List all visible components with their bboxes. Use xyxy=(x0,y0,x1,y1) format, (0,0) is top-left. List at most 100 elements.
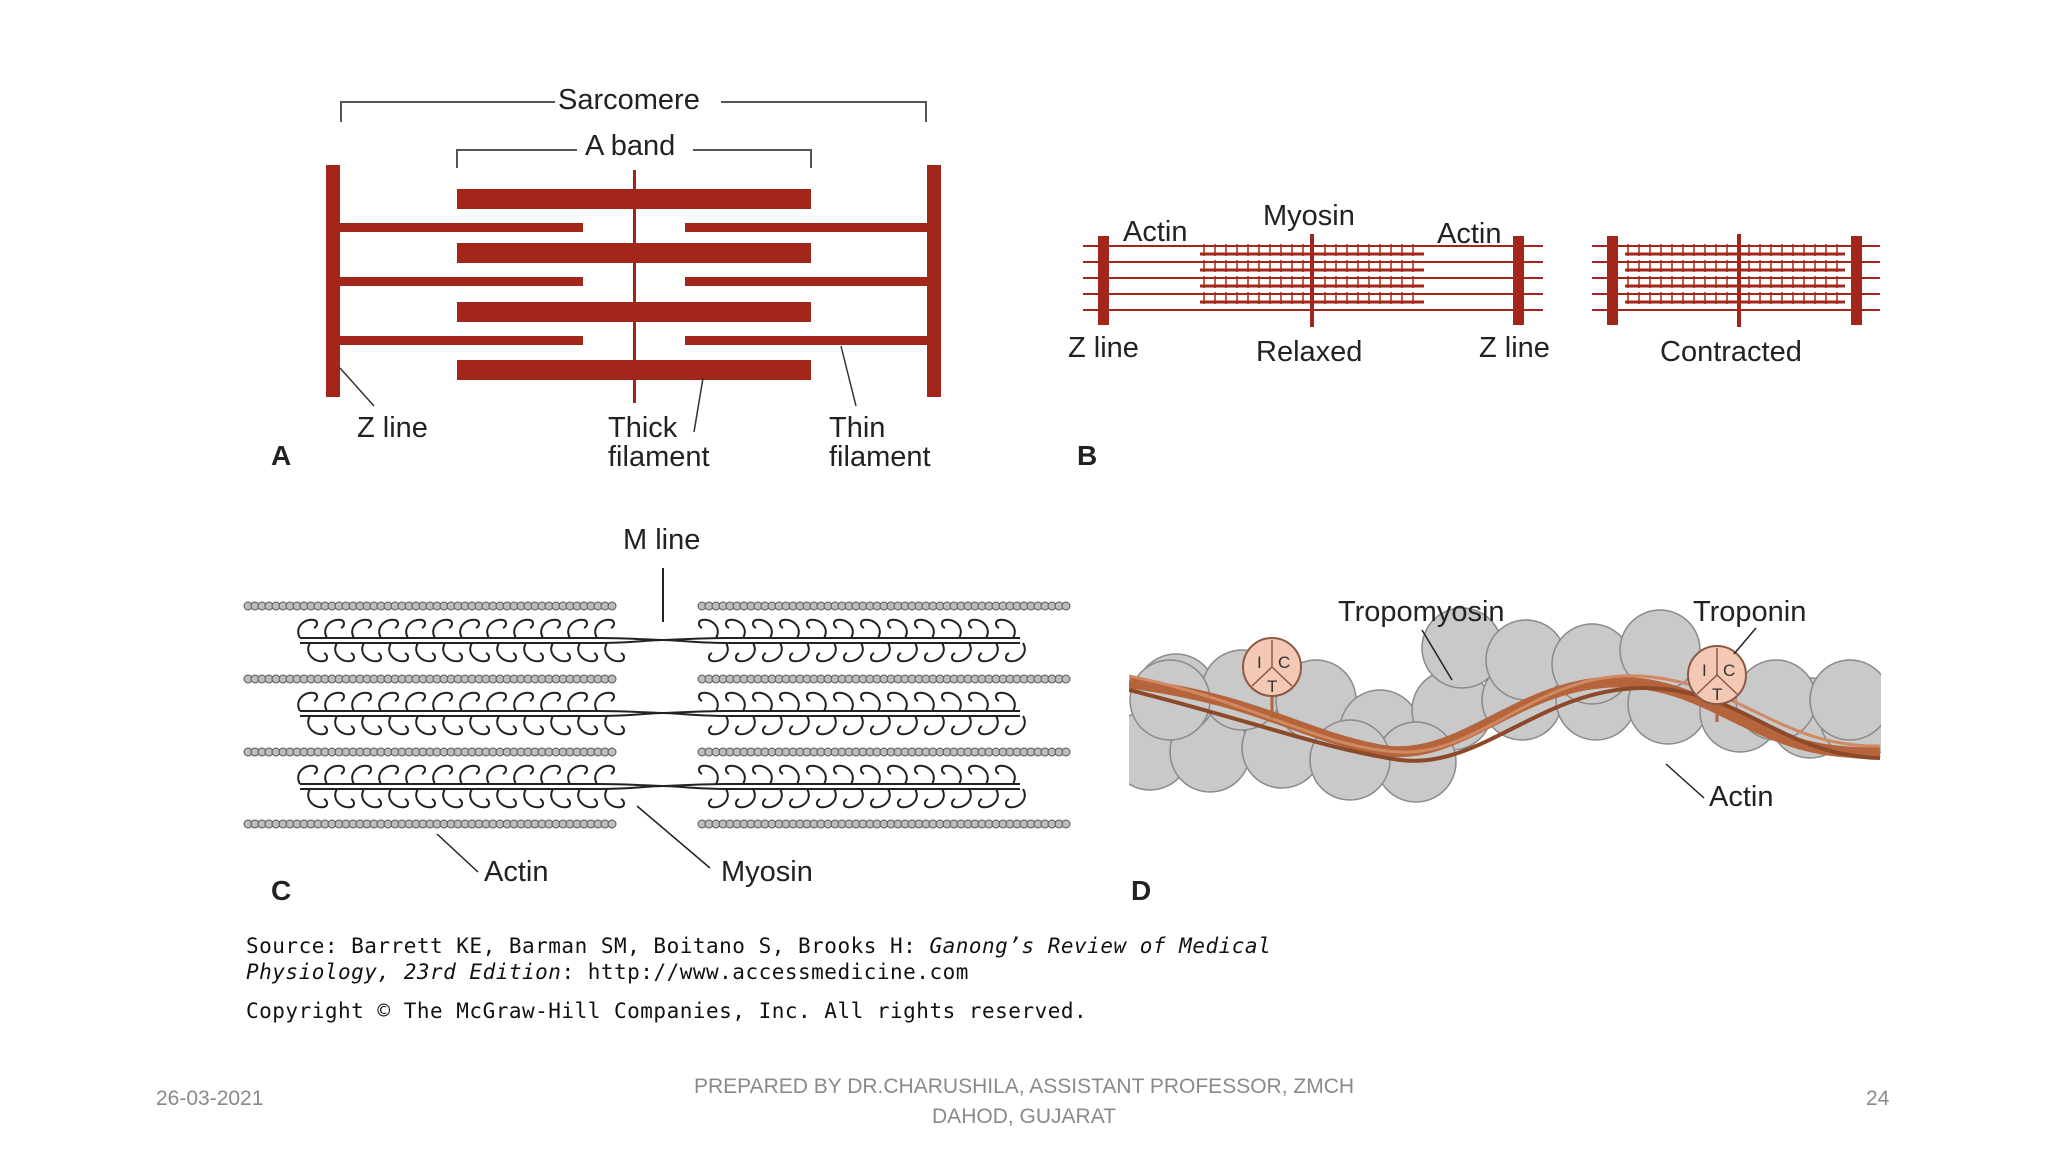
myosin-head xyxy=(887,691,908,712)
myosin-head xyxy=(779,764,800,785)
thick-filament xyxy=(457,360,811,380)
myosin-head xyxy=(297,764,318,785)
myosin-head xyxy=(752,691,773,712)
myosin-head xyxy=(594,618,615,639)
myosin-head xyxy=(442,788,463,809)
myosin-head xyxy=(459,764,480,785)
myosin-head xyxy=(1005,642,1026,663)
myosin-head xyxy=(860,764,881,785)
contracted-label: Contracted xyxy=(1660,336,1802,368)
myosin-head xyxy=(550,715,571,736)
myosin-head xyxy=(567,691,588,712)
myosin-head xyxy=(914,764,935,785)
myosin-head xyxy=(698,618,719,639)
thin-filament xyxy=(340,223,583,232)
myosin-head xyxy=(513,764,534,785)
myosin-head xyxy=(388,642,409,663)
sarcomere-label: Sarcomere xyxy=(558,84,700,116)
myosin-head xyxy=(978,715,999,736)
actin-label-d: Actin xyxy=(1709,781,1774,813)
actin-bead xyxy=(1061,601,1071,611)
myosin-head xyxy=(594,691,615,712)
myosin-head xyxy=(307,788,328,809)
m-line-label: M line xyxy=(623,524,701,556)
actin-monomer xyxy=(1809,659,1881,741)
myosin-head xyxy=(459,618,480,639)
source-line-2: Physiology, 23rd Edition: http://www.acc… xyxy=(246,960,969,984)
myosin-head xyxy=(698,691,719,712)
panel-letter-b: B xyxy=(1077,440,1098,471)
myosin-head xyxy=(698,764,719,785)
myosin-head xyxy=(843,642,864,663)
source-book-title-2: Physiology, 23rd Edition xyxy=(246,960,562,984)
myosin-head xyxy=(995,764,1016,785)
thick-filament xyxy=(457,189,811,209)
myosin-head xyxy=(307,642,328,663)
myosin-head xyxy=(924,642,945,663)
myosin-head xyxy=(469,642,490,663)
myosin-head xyxy=(833,618,854,639)
tropomyosin-strand-2 xyxy=(1129,685,1881,763)
myosin-head xyxy=(762,788,783,809)
source-line-1: Source: Barrett KE, Barman SM, Boitano S… xyxy=(246,934,1271,958)
relaxed-label: Relaxed xyxy=(1256,336,1363,368)
myosin-head xyxy=(951,788,972,809)
myosin-head xyxy=(806,691,827,712)
source-book-title-1: Ganong’s Review of Medical xyxy=(929,934,1272,958)
myosin-head xyxy=(351,618,372,639)
actin-bead xyxy=(607,819,617,829)
myosin-head xyxy=(540,691,561,712)
myosin-head xyxy=(297,691,318,712)
thin-filament xyxy=(340,336,583,345)
thin-filament-label: Thin filament xyxy=(829,414,931,472)
myosin-head xyxy=(887,764,908,785)
myosin-backbone xyxy=(300,711,1020,717)
thin-filament xyxy=(340,277,583,286)
troponin-c: C xyxy=(1278,653,1290,672)
myosin-head xyxy=(1005,788,1026,809)
myosin-head xyxy=(496,788,517,809)
footer-page-number: 24 xyxy=(1866,1087,1890,1110)
myosin-head xyxy=(567,618,588,639)
myosin-head xyxy=(432,764,453,785)
tropomyosin-label: Tropomyosin xyxy=(1338,596,1505,628)
myosin-head xyxy=(324,618,345,639)
myosin-head xyxy=(540,618,561,639)
myosin-head xyxy=(978,642,999,663)
z-line-right xyxy=(927,165,941,397)
myosin-backbone xyxy=(300,638,1020,644)
z-line-right-label: Z line xyxy=(1479,332,1550,364)
actin-right-label: Actin xyxy=(1437,218,1502,250)
myosin-head xyxy=(307,715,328,736)
thin-filament xyxy=(685,336,927,345)
myosin-head xyxy=(816,715,837,736)
a-band-label: A band xyxy=(585,130,676,162)
myosin-head xyxy=(604,642,625,663)
myosin-head xyxy=(523,715,544,736)
myosin-head xyxy=(486,691,507,712)
myosin-head xyxy=(388,715,409,736)
myosin-head xyxy=(897,642,918,663)
myosin-head xyxy=(924,715,945,736)
myosin-head xyxy=(378,618,399,639)
myosin-head xyxy=(968,764,989,785)
myosin-head xyxy=(469,715,490,736)
thin-filament xyxy=(685,223,927,232)
myosin-head xyxy=(897,715,918,736)
myosin-head xyxy=(405,691,426,712)
actin-bead xyxy=(607,601,617,611)
myosin-head xyxy=(513,618,534,639)
troponin-t: T xyxy=(1267,677,1277,696)
myosin-head xyxy=(334,642,355,663)
troponin-c: C xyxy=(1723,661,1735,680)
myosin-head xyxy=(924,788,945,809)
troponin-complex-right: I C T xyxy=(1687,645,1747,722)
myosin-head xyxy=(779,691,800,712)
myosin-head xyxy=(523,788,544,809)
myosin-head xyxy=(550,788,571,809)
myosin-head xyxy=(567,764,588,785)
myosin-head xyxy=(604,788,625,809)
